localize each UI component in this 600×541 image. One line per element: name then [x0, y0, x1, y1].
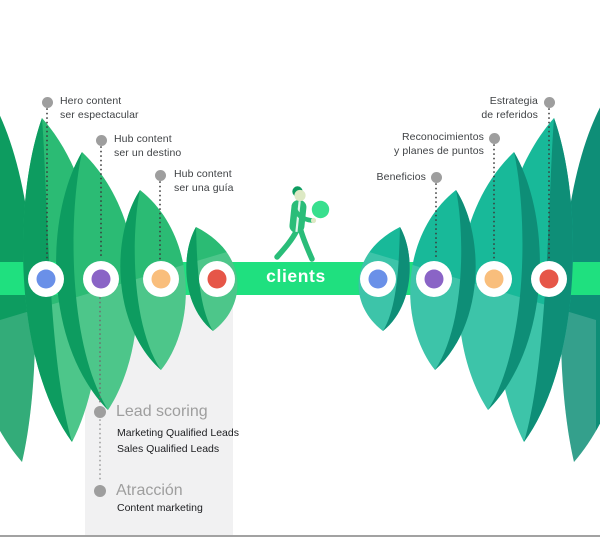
leader-dot-atraccion — [94, 485, 106, 497]
person-back-leg — [274, 227, 300, 260]
stage-dot-blue-right — [368, 269, 388, 289]
label-line: de referidos — [481, 109, 538, 121]
label-line: Hero content — [60, 95, 122, 107]
leader-dot-hub-destino — [96, 135, 107, 146]
label-line: Hub content — [114, 133, 172, 145]
label-line: ser espectacular — [60, 109, 139, 121]
stage-dot-orange-right — [484, 269, 504, 289]
lead-scoring-title: Lead scoring — [116, 403, 208, 420]
leader-lines — [46, 108, 550, 483]
bottom-divider — [0, 535, 600, 537]
label-estrategia: Estrategia de referidos — [481, 94, 538, 122]
label-hub-destino: Hub content ser un destino — [114, 132, 181, 160]
label-hub-guia: Hub content ser una guía — [174, 167, 234, 195]
stage-dot-blue-left — [36, 269, 56, 289]
clients-label: clients — [266, 266, 326, 286]
stage-dots — [28, 261, 567, 297]
person-front-leg — [298, 228, 315, 262]
atraccion-item: Content marketing — [117, 502, 203, 514]
label-line: y planes de puntos — [394, 145, 484, 157]
stage-dot-red-right — [539, 269, 559, 289]
label-line: ser un destino — [114, 147, 182, 159]
label-line: ser una guía — [174, 182, 234, 194]
stage-dot-purple-right — [424, 269, 444, 289]
label-line: Hub content — [174, 168, 232, 180]
stage-dot-purple-left — [91, 269, 111, 289]
leader-dot-lead-scoring — [94, 406, 106, 418]
leader-dot-reconocimientos — [489, 133, 500, 144]
label-line: Estrategia — [489, 95, 538, 107]
person-head — [294, 189, 306, 202]
label-hero-content: Hero content ser espectacular — [60, 94, 139, 122]
person-hand — [310, 217, 317, 224]
leader-dot-estrategia — [544, 97, 555, 108]
atraccion-title: Atracción — [116, 482, 183, 499]
lead-scoring-item: Sales Qualified Leads — [117, 443, 220, 455]
label-line: Reconocimientos — [401, 131, 484, 143]
label-beneficios: Beneficios — [377, 170, 426, 184]
label-line: Beneficios — [376, 171, 426, 183]
label-reconocimientos: Reconocimientos y planes de puntos — [394, 130, 484, 158]
ball-icon — [311, 200, 330, 219]
leader-dot-beneficios — [431, 172, 442, 183]
stage-dot-orange-left — [151, 269, 171, 289]
leader-dot-hero — [42, 97, 53, 108]
stage-dot-red-left — [207, 269, 227, 289]
leader-dot-hub-guia — [155, 170, 166, 181]
person-arm — [291, 203, 315, 223]
walking-person — [274, 186, 330, 262]
lead-scoring-item: Marketing Qualified Leads — [117, 427, 239, 439]
